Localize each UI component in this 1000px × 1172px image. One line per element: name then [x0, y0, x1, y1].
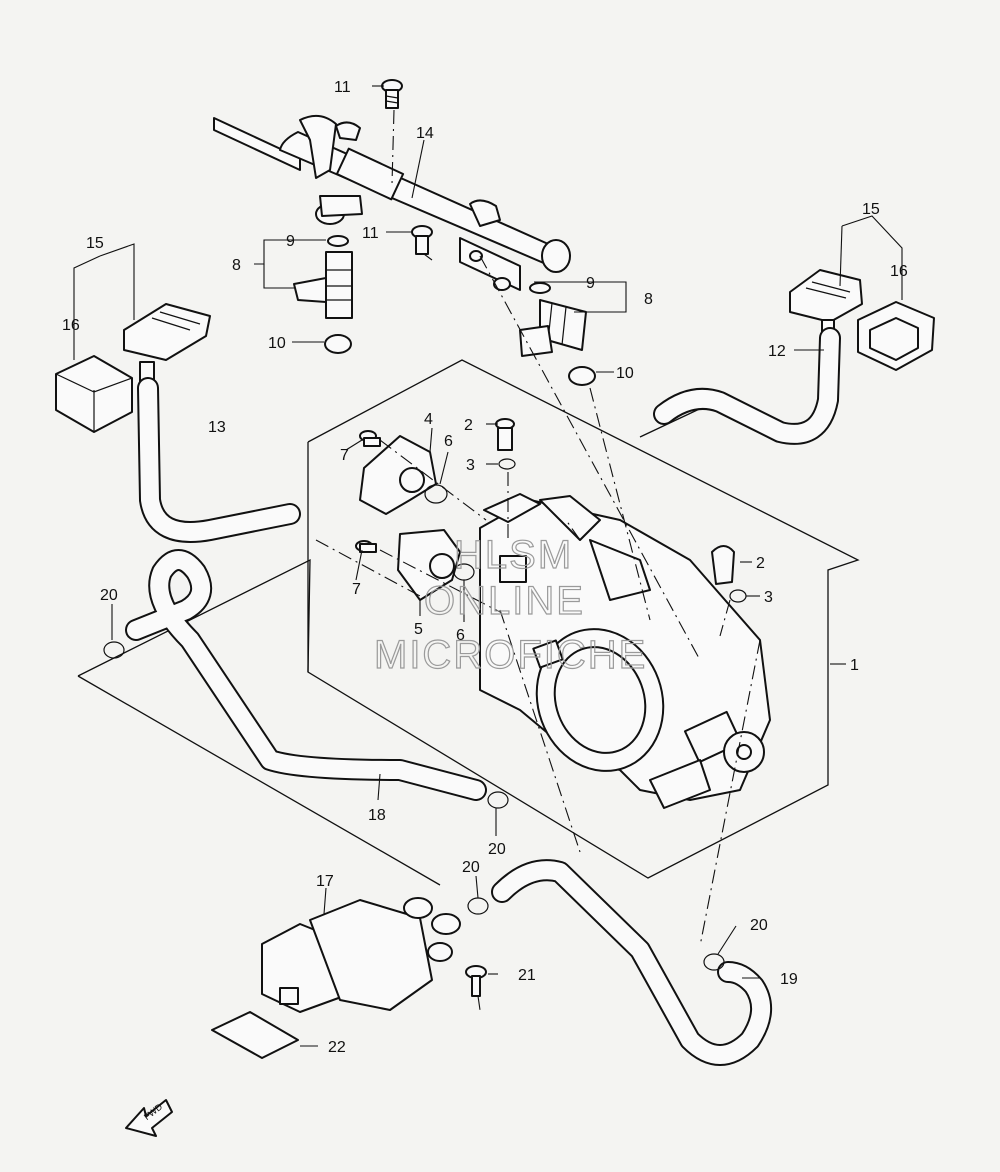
guide-line [379, 439, 487, 521]
callout-4: 4 [424, 411, 433, 428]
callout-20: 20 [488, 841, 506, 858]
callout-8: 8 [644, 291, 653, 308]
callout-19: 19 [780, 971, 798, 988]
lower-hose-group-line [77, 675, 441, 886]
watermark-line-1: HLSM [454, 533, 573, 577]
guide-line [315, 539, 421, 597]
screw-7-upper [359, 430, 381, 447]
sensor-left [123, 303, 211, 383]
watermark: HLSM ONLINE MICROFICHE [373, 532, 647, 677]
callout-17: 17 [316, 873, 334, 890]
hose-19 [491, 859, 772, 1066]
guide-line [565, 519, 581, 541]
throttle-body-assembly-box [307, 359, 860, 879]
callout-11: 11 [334, 79, 351, 96]
bolt-11-lower [411, 225, 433, 255]
cover-left [55, 355, 133, 433]
callout-2: 2 [756, 555, 765, 572]
callout-14: 14 [416, 125, 434, 142]
sensor-5 [397, 529, 461, 601]
bolt-11-upper [381, 79, 403, 109]
hose-18 [125, 549, 487, 801]
screw-7-lower [355, 540, 377, 553]
injector-left [293, 235, 353, 354]
callout-9: 9 [586, 275, 595, 292]
o-ring-3-right [729, 589, 747, 603]
callout-6: 6 [444, 433, 453, 450]
callout-15: 15 [86, 235, 104, 252]
screw-21 [465, 965, 487, 997]
callout-18: 18 [368, 807, 386, 824]
guide-line [499, 609, 581, 853]
callout-13: 13 [208, 419, 226, 436]
callout-20: 20 [462, 859, 480, 876]
seal-6-upper [424, 484, 448, 504]
watermark-line-2: ONLINE [424, 579, 585, 623]
clamps [103, 641, 725, 971]
guide-line [479, 255, 701, 661]
hose-12 [653, 327, 841, 445]
watermark-line-3: MICROFICHE [374, 633, 647, 677]
callout-5: 5 [414, 621, 423, 638]
callout-12: 12 [768, 343, 786, 360]
guide-line [719, 599, 731, 637]
callout-7: 7 [352, 581, 361, 598]
callout-7: 7 [340, 447, 349, 464]
callout-10: 10 [268, 335, 286, 352]
injector-right [519, 282, 596, 386]
callout-6: 6 [456, 627, 465, 644]
callout-16: 16 [890, 263, 908, 280]
callout-16: 16 [62, 317, 80, 334]
guide-line [477, 995, 481, 1011]
guide-line [589, 387, 651, 621]
plug-2-right [711, 545, 735, 585]
callout-3: 3 [764, 589, 773, 606]
throttle-body [479, 493, 771, 809]
throttle-body-assembly-box-lower [77, 558, 311, 677]
callout-11: 11 [362, 225, 379, 242]
callout-10: 10 [616, 365, 634, 382]
o-ring-3-upper [498, 458, 516, 470]
callout-1: 1 [850, 657, 859, 674]
valve-17 [261, 897, 461, 1013]
guide-line [379, 549, 501, 613]
guide-line [391, 109, 395, 185]
guide-line [423, 253, 433, 261]
callout-15: 15 [862, 201, 880, 218]
callout-20: 20 [100, 587, 118, 604]
forward-direction-marker: FWD [125, 1099, 173, 1137]
callout-3: 3 [466, 457, 475, 474]
plug-2-upper [495, 418, 515, 451]
callout-20: 20 [750, 917, 768, 934]
callout-9: 9 [286, 233, 295, 250]
callout-8: 8 [232, 257, 241, 274]
callout-22: 22 [328, 1039, 346, 1056]
callout-21: 21 [518, 967, 536, 984]
leader-lines [73, 85, 903, 1047]
hose-13 [137, 377, 301, 543]
cover-right [857, 301, 935, 371]
callouts: 1 2 2 3 3 4 5 6 6 7 7 8 8 9 9 10 10 11 1… [62, 79, 908, 1056]
callout-2: 2 [464, 417, 473, 434]
fuel-delivery-pipe [213, 114, 571, 291]
sensor-4 [359, 435, 437, 515]
gasket-22 [211, 1011, 299, 1059]
sensor-right [789, 269, 863, 335]
